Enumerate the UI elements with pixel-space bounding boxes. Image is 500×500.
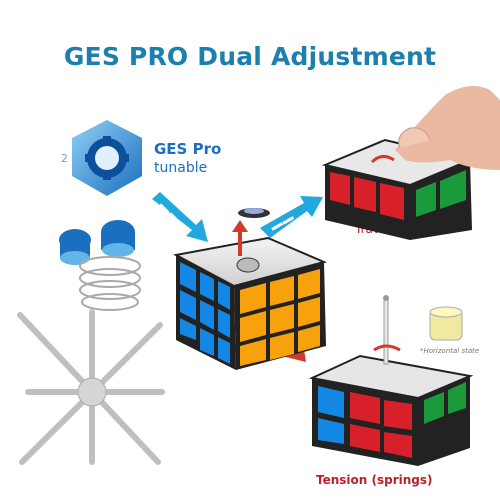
ges-pro-name: GES Pro [154,140,222,158]
ges-hex-icon: 2 [61,120,142,196]
rubiks-cube-top-right [321,138,474,240]
ges-pro-label: GES Pro tunable [154,140,221,178]
spring-coil-icon [79,256,141,311]
horizontal-state-label: *Horizontal state [420,347,480,355]
ges-number: 2 [61,152,68,165]
rubiks-cube-icon [173,220,328,370]
page-title: GES PRO Dual Adjustment [63,42,437,71]
ges-nut-icon [59,220,135,265]
spring-icon [429,306,463,341]
tension-label: Tension (springs) [316,473,433,487]
hand-icon [395,86,500,170]
blue-arrow-icon [152,192,323,242]
ges-pro-sub: tunable [154,160,208,176]
rubiks-cube-bottom-right [308,295,474,466]
